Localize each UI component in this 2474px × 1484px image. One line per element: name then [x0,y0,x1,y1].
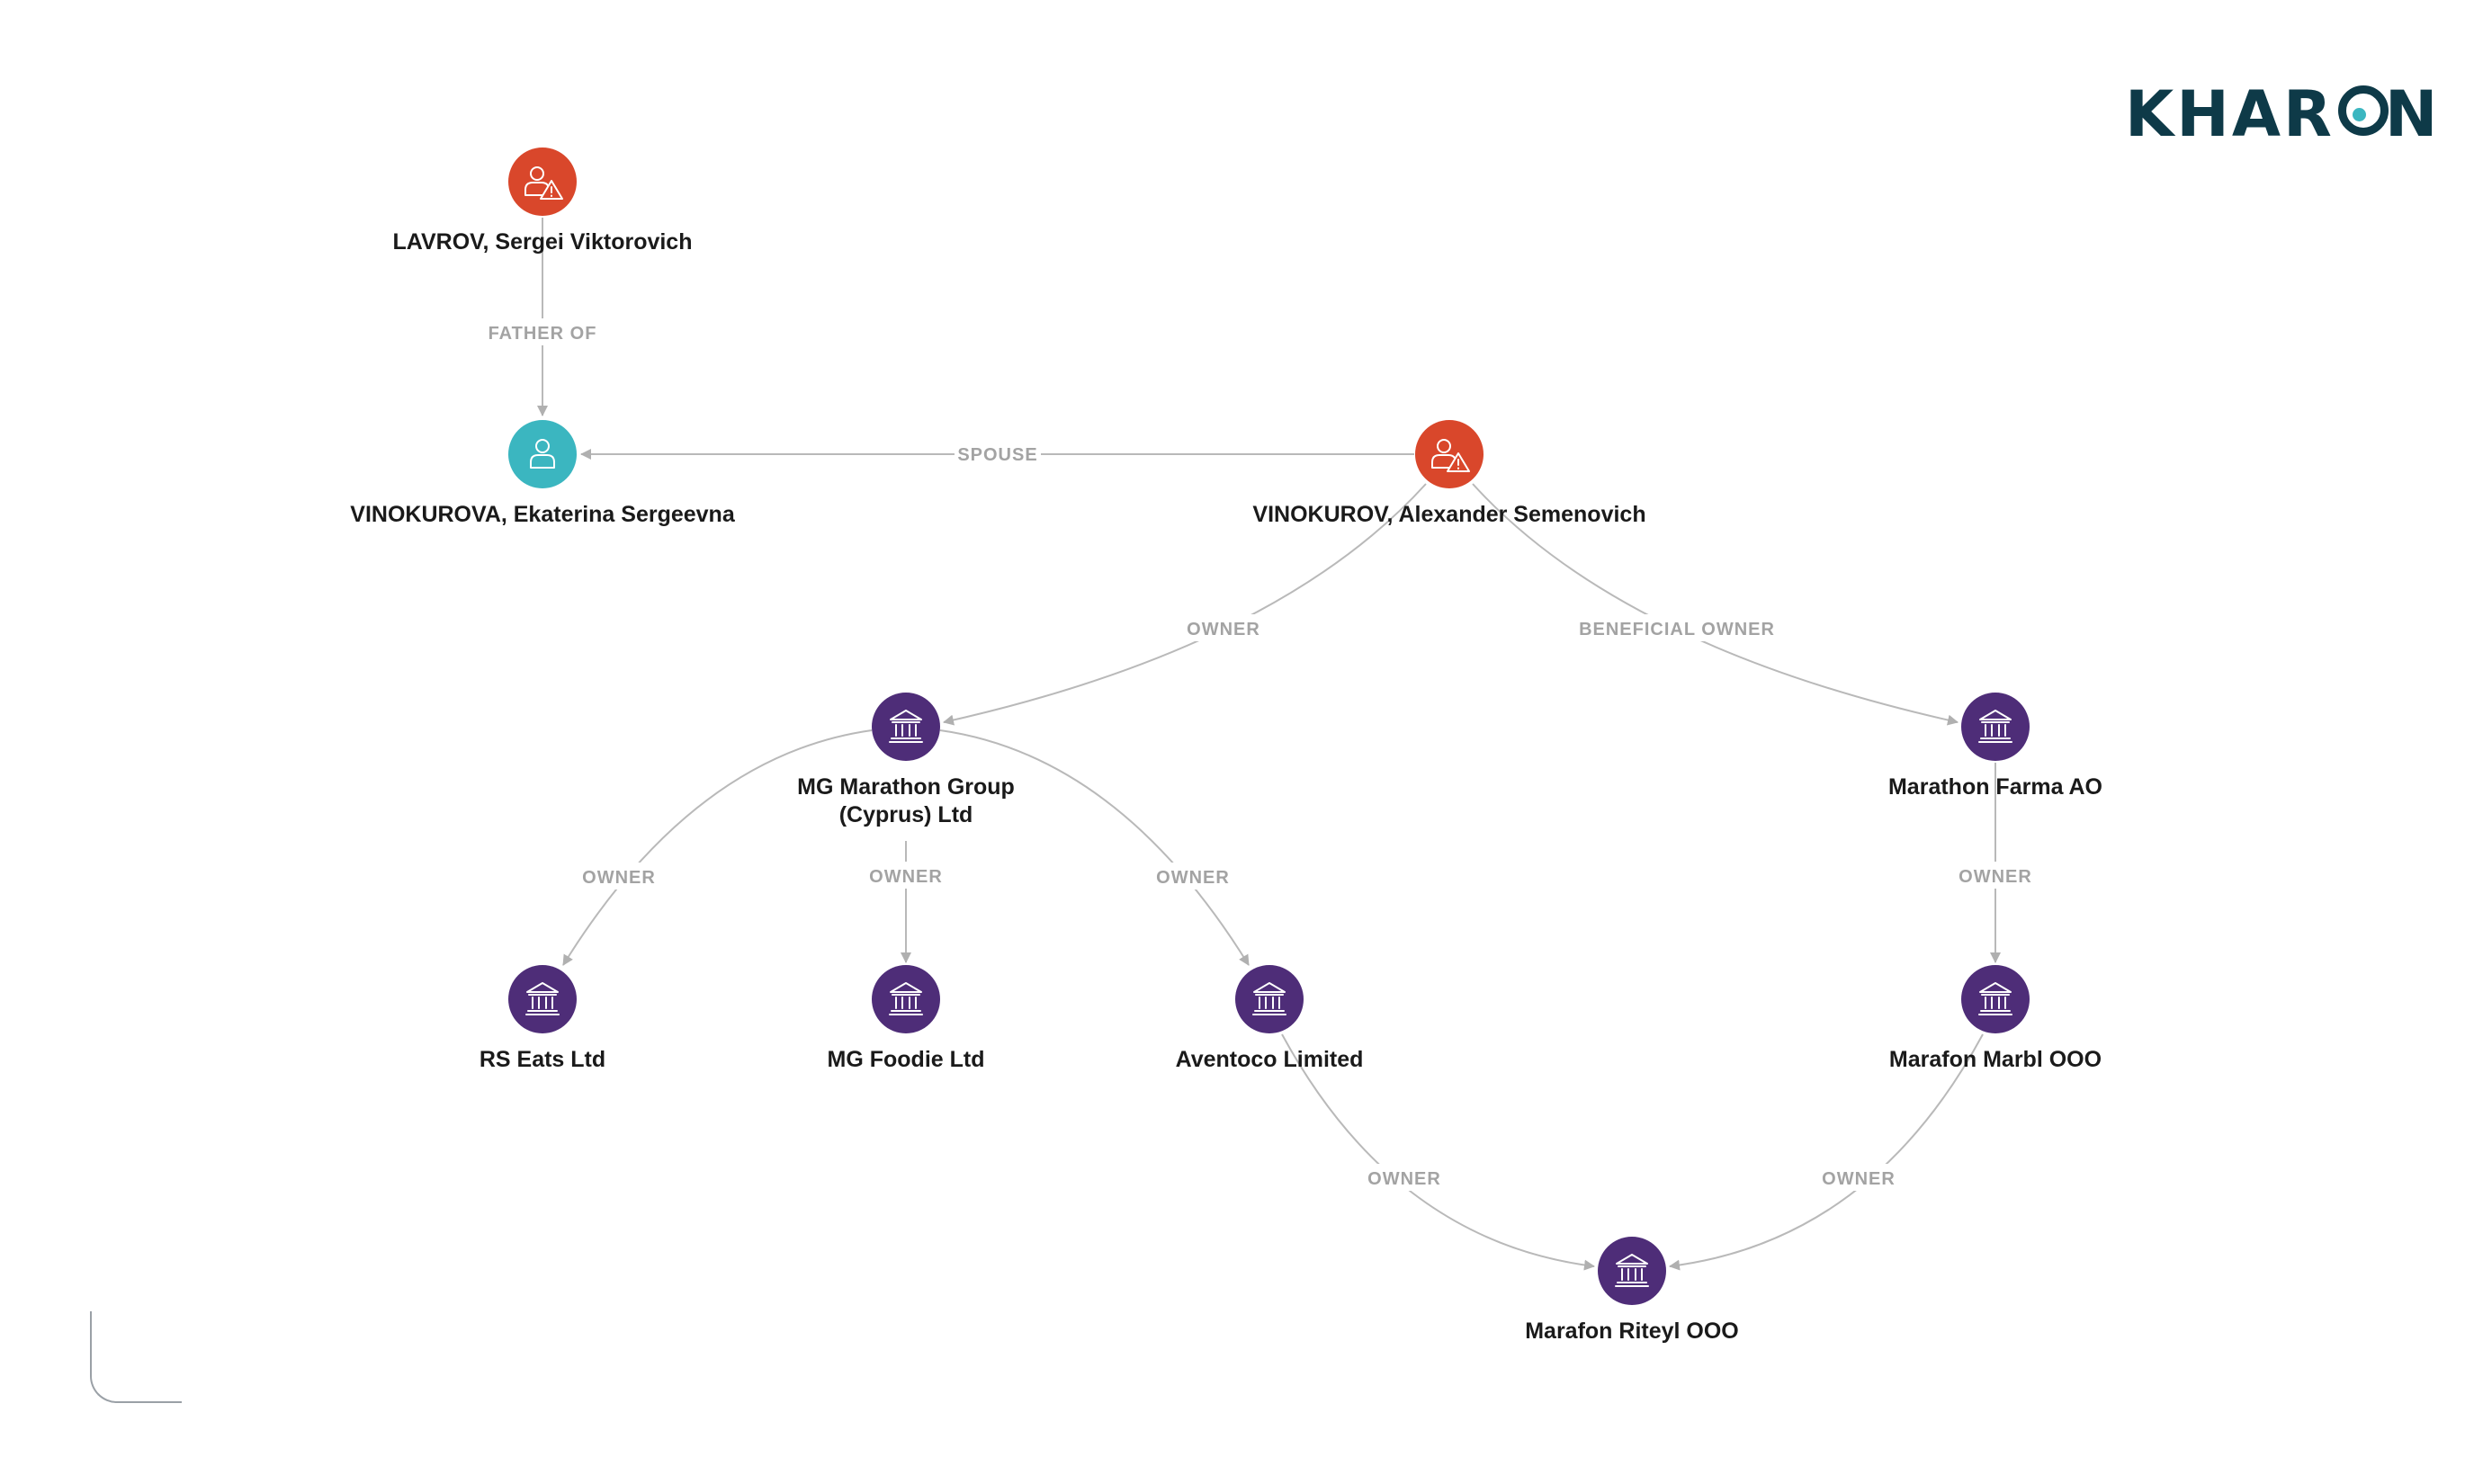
node-ekaterina[interactable]: VINOKUROVA, Ekaterina Sergeevna [350,420,736,527]
logo-text-left: KHAR [2125,77,2335,151]
logo-text-right: N [2384,77,2441,151]
bank-icon [525,982,560,1015]
node-label: Marafon Marbl OOO [1889,1047,2102,1072]
edge-label-background [955,440,1041,467]
person-warning-icon [524,166,563,200]
node-label: RS Eats Ltd [480,1047,605,1072]
edge-line [1669,1033,1984,1271]
edge-marathon_farma-to-marafon_marbl: OWNER [1958,763,2033,963]
bank-icon [889,710,923,743]
edge-label: OWNER [1959,867,2032,887]
node-label: Aventoco Limited [1176,1047,1364,1072]
edge-label: OWNER [1156,868,1230,888]
edge-label: SPOUSE [957,445,1037,465]
edge-label: BENEFICIAL OWNER [1579,620,1775,639]
node-label: Marathon Farma AO [1888,774,2102,800]
node-label: MG Marathon Group [797,774,1015,800]
edge-mg_marathon-to-rs_eats: OWNER [562,729,873,966]
corner-bracket [90,1311,182,1403]
edge-aventoco-to-marafon_riteyl: OWNER [1281,1033,1595,1271]
edge-label-background [1575,614,1779,641]
bank-icon [1252,982,1286,1015]
edge-mg_marathon-to-mg_foodie: OWNER [868,841,944,963]
edge-marafon_marbl-to-marafon_riteyl: OWNER [1669,1033,1984,1271]
node-circle[interactable] [1598,1237,1666,1305]
node-label: VINOKUROV, Alexander Semenovich [1252,502,1645,527]
edge-line [562,729,873,966]
edge-label-background [1155,863,1231,890]
edge-label: OWNER [1822,1169,1896,1189]
edge-label: OWNER [582,868,656,888]
node-lavrov[interactable]: LAVROV, Sergei Viktorovich [393,148,693,255]
node-aventoco[interactable]: Aventoco Limited [1176,965,1364,1072]
edge-label-background [868,862,944,889]
node-rs-eats[interactable]: RS Eats Ltd [480,965,605,1072]
bank-icon [1978,710,2012,743]
node-circle[interactable] [872,965,940,1033]
edge-label-background [1367,1164,1442,1191]
node-marathon-farma[interactable]: Marathon Farma AO [1888,693,2102,800]
edge-label-background [581,863,657,890]
edge-alexander-to-marathon_farma: BENEFICIAL OWNER [1472,483,1959,726]
bank-icon [1615,1254,1649,1287]
node-circle[interactable] [1415,420,1484,488]
node-circle[interactable] [1961,965,2030,1033]
edge-label: OWNER [1367,1169,1441,1189]
edge-label: FATHER OF [489,324,597,344]
node-marafon-riteyl[interactable]: Marafon Riteyl OOO [1525,1237,1739,1344]
bank-icon [1978,982,2012,1015]
node-label: VINOKUROVA, Ekaterina Sergeevna [350,502,736,527]
logo-o-icon [2336,85,2389,136]
node-marafon-marbl[interactable]: Marafon Marbl OOO [1889,965,2102,1072]
edge-mg_marathon-to-aventoco: OWNER [939,729,1250,966]
edge-alexander-to-mg_marathon: OWNER [943,483,1427,726]
node-alexander[interactable]: VINOKUROV, Alexander Semenovich [1252,420,1646,527]
node-label: Marafon Riteyl OOO [1525,1319,1739,1344]
edge-line [1281,1033,1595,1271]
edge-label-background [1186,614,1261,641]
node-label: (Cyprus) Ltd [839,802,973,827]
node-label: MG Foodie Ltd [828,1047,985,1072]
node-label: LAVROV, Sergei Viktorovich [393,229,693,255]
edge-label: OWNER [1187,620,1260,639]
edge-alexander-to-ekaterina: SPOUSE [580,440,1414,467]
node-circle[interactable] [508,965,577,1033]
edge-label-background [1821,1164,1896,1191]
edge-lavrov-to-ekaterina: FATHER OF [481,218,604,416]
person-icon [530,439,555,469]
node-circle[interactable] [872,693,940,761]
node-circle[interactable] [508,148,577,216]
node-mg-foodie[interactable]: MG Foodie Ltd [828,965,985,1072]
edge-label: OWNER [869,867,943,887]
node-circle[interactable] [1235,965,1304,1033]
edge-label-background [481,318,604,345]
edge-line [939,729,1250,966]
edge-label-background [1958,862,2033,889]
bank-icon [889,982,923,1015]
node-mg-marathon[interactable]: MG Marathon Group(Cyprus) Ltd [797,693,1015,827]
node-circle[interactable] [1961,693,2030,761]
person-warning-icon [1431,439,1470,472]
